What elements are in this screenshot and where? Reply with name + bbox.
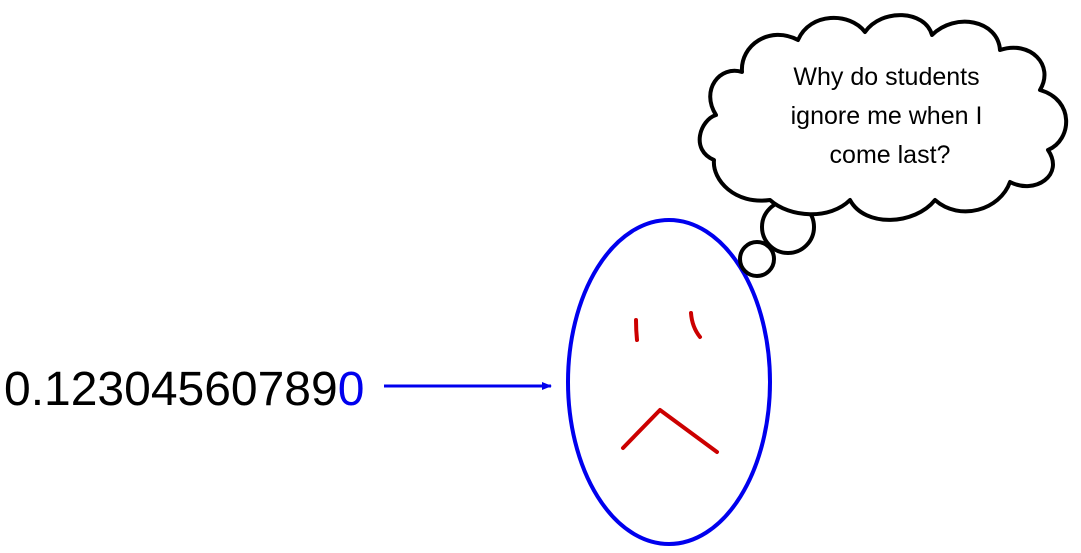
number-label: 0.123045607890 xyxy=(4,363,364,416)
sad-face-icon xyxy=(566,218,772,546)
thought-line-2: ignore me when I xyxy=(791,102,983,130)
thought-bubble-small xyxy=(738,240,776,278)
thought-cloud-icon: Why do students ignore me when I come la… xyxy=(697,13,1069,278)
thought-line-1: Why do students xyxy=(793,63,979,91)
number-trailing-digit: 0 xyxy=(338,363,365,416)
thought-line-3: come last? xyxy=(830,141,951,169)
face-outline xyxy=(566,218,772,546)
frown-mouth xyxy=(621,408,719,454)
thought-cloud xyxy=(697,13,1069,222)
left-eye xyxy=(634,318,639,342)
thought-text: Why do students ignore me when I come la… xyxy=(791,63,990,169)
number-main-digits: 0.12304560789 xyxy=(4,363,338,416)
right-eye xyxy=(689,311,702,339)
